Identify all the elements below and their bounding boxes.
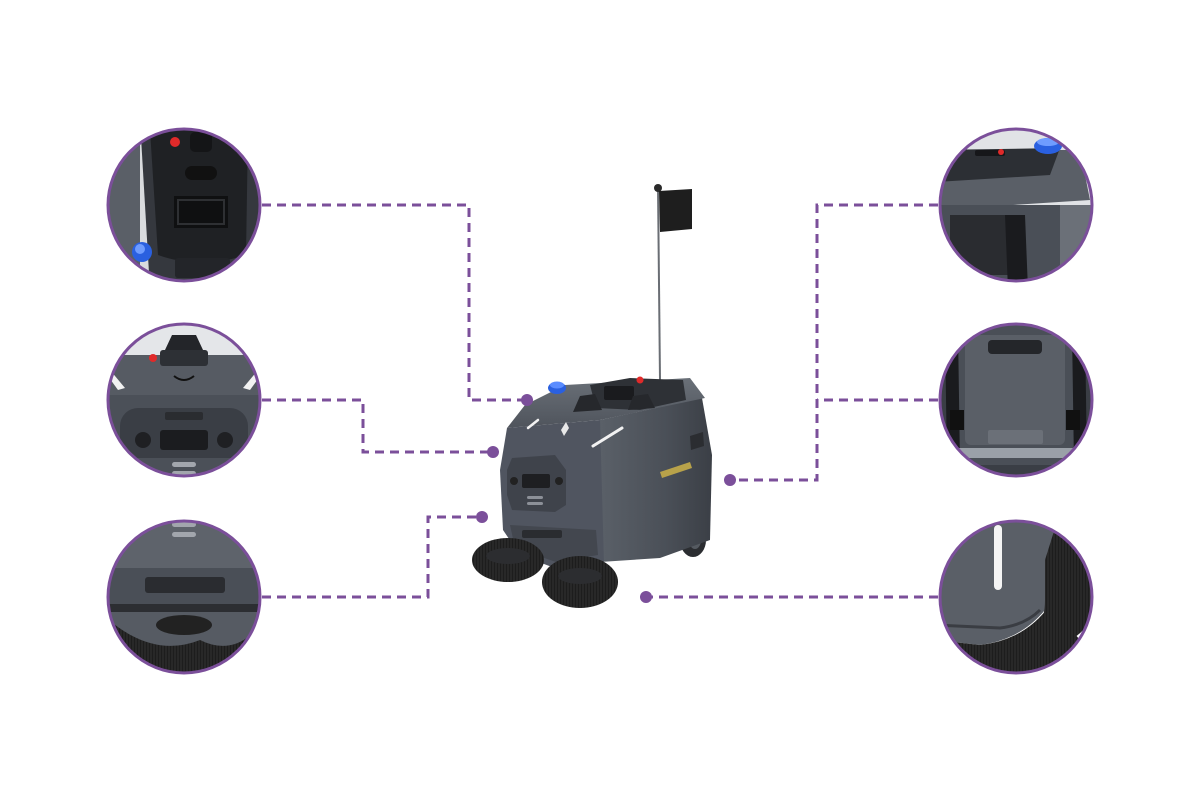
callout-right-2: [938, 322, 1094, 478]
side-label: [660, 462, 692, 478]
rear-hatch-detail-icon: [940, 324, 1092, 476]
robot-body-side: [600, 398, 712, 562]
front-bumper-brush-detail-icon: [108, 521, 260, 673]
callout-ring: [938, 519, 1094, 675]
callout-ring: [938, 322, 1094, 478]
callout-left-3: [106, 519, 262, 675]
callout-left-2: [106, 322, 262, 478]
connector-line-left-3: [262, 515, 482, 599]
front-sensor-camera-detail-icon: [108, 324, 260, 476]
anchor-dot-right-1: [724, 474, 736, 486]
anchor-dots: [476, 394, 736, 603]
connector-line-right-1: [730, 203, 938, 482]
callout-ring: [106, 127, 262, 283]
anchor-dot-left-2: [487, 446, 499, 458]
light-strip-front: [591, 426, 624, 448]
brand-logo-icon: [561, 422, 569, 436]
top-rear-cover-detail-icon: [940, 129, 1092, 281]
flag-pole: [657, 186, 661, 381]
flag-icon: [659, 189, 692, 232]
side-brush-detail-icon: [940, 521, 1092, 673]
anchor-dot-left-1: [521, 394, 533, 406]
callout-right-3: [938, 519, 1094, 675]
control-panel-detail-icon: [108, 129, 260, 281]
connector-line-left-2: [262, 398, 493, 454]
connector-lines: [262, 203, 938, 599]
robotic-floor-sweeper-icon: [472, 184, 712, 608]
callout-ring: [938, 127, 1094, 283]
front-camera-window: [522, 474, 550, 488]
callout-ring: [106, 322, 262, 478]
flag-pole-tip: [654, 184, 662, 192]
callout-ring: [106, 519, 262, 675]
top-handle: [573, 394, 602, 412]
light-strip-side: [526, 418, 540, 430]
anchor-dot-left-3: [476, 511, 488, 523]
callout-left-1: [106, 127, 262, 283]
connector-line-left-1: [262, 203, 527, 402]
red-indicator-icon: [636, 376, 644, 384]
callout-right-1: [938, 127, 1094, 283]
anchor-dot-right-3: [640, 591, 652, 603]
